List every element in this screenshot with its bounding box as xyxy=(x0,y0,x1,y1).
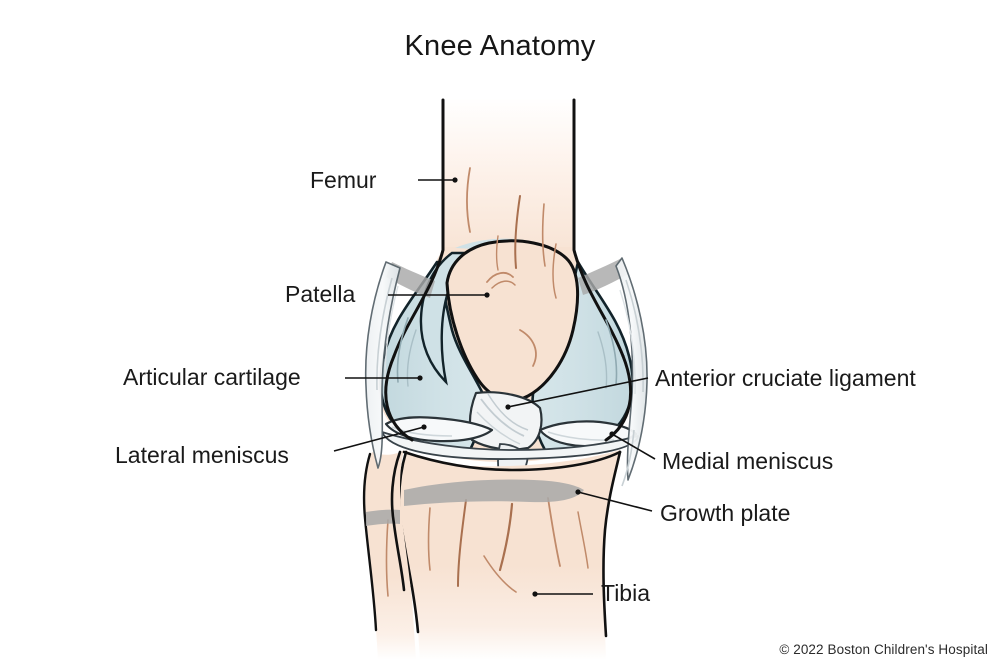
tibial-plateau-edge xyxy=(402,450,622,472)
label-patella: Patella xyxy=(285,281,356,307)
patella-bone xyxy=(445,239,580,402)
label-femur: Femur xyxy=(310,167,377,193)
page-title: Knee Anatomy xyxy=(404,30,596,62)
growth-plate-femur-medial xyxy=(578,258,628,295)
joint-capsule xyxy=(364,257,648,487)
label-lateral-meniscus: Lateral meniscus xyxy=(115,442,289,468)
fibula-head-edge xyxy=(390,450,406,592)
label-medial-meniscus: Medial meniscus xyxy=(662,448,834,474)
fibula-bone xyxy=(362,450,416,660)
label-articular-cartilage: Articular cartilage xyxy=(123,364,301,390)
tibia-bone xyxy=(397,450,622,660)
label-growth-plate: Growth plate xyxy=(660,500,791,526)
femur-contour-lines xyxy=(466,167,557,299)
copyright-notice: © 2022 Boston Children's Hospital xyxy=(779,642,988,657)
label-tibia: Tibia xyxy=(601,580,650,606)
label-anterior-cruciate-ligament: Anterior cruciate ligament xyxy=(655,365,916,391)
growth-plate-tibia xyxy=(404,479,584,506)
